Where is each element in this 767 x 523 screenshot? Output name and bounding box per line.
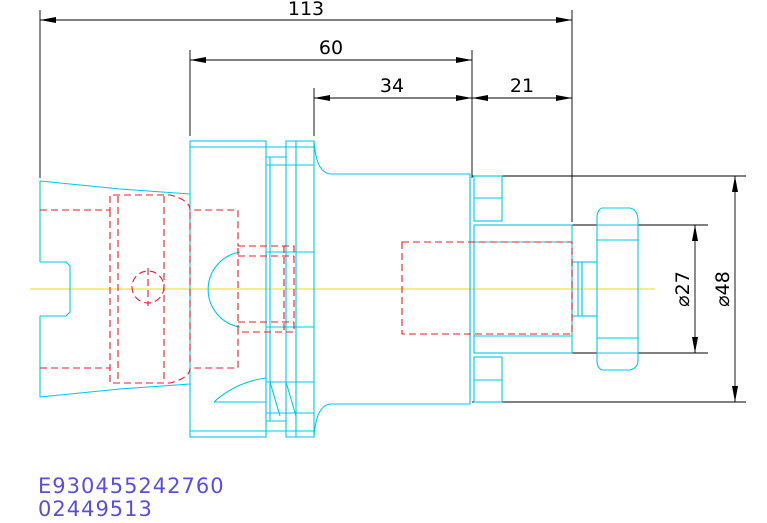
dim-label-shank: 60 xyxy=(319,37,343,59)
taper-shank-outline xyxy=(39,180,191,398)
main-body-outline xyxy=(313,140,471,438)
part-number: E930455242760 xyxy=(38,474,225,498)
dimension-shank-length: 60 xyxy=(189,37,473,178)
dim-label-nose: 21 xyxy=(510,75,534,97)
dim-label-small-diameter: ⌀27 xyxy=(672,271,694,307)
dim-label-large-diameter: ⌀48 xyxy=(712,271,734,307)
cutter-head-outline xyxy=(581,207,639,371)
dim-label-body: 34 xyxy=(380,75,404,97)
dimension-body-length: 34 xyxy=(313,75,472,136)
dimension-nose-length: 21 xyxy=(472,75,572,101)
hidden-lines xyxy=(40,194,573,384)
dimension-large-diameter: ⌀48 xyxy=(472,175,746,403)
dim-label-overall: 113 xyxy=(288,0,324,20)
dimension-small-diameter: ⌀27 xyxy=(572,224,708,354)
dimension-overall-length: 113 xyxy=(39,0,573,222)
part-code: 02449513 xyxy=(38,497,153,521)
